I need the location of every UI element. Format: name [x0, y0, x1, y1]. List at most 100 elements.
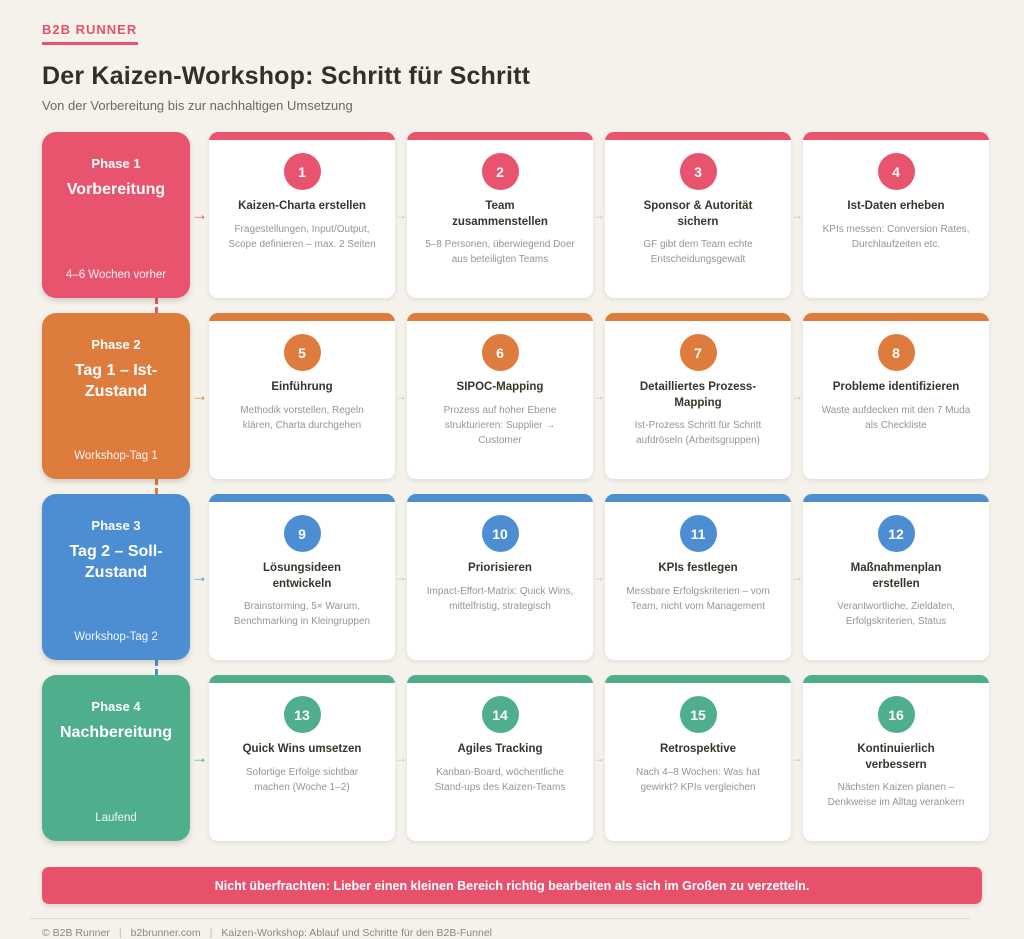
phase-title: Tag 2 – Soll-Zustand: [69, 543, 163, 581]
banner-text: Nicht überfrachten: Lieber einen kleinen…: [214, 878, 810, 893]
phase-row: Phase 3 Tag 2 – Soll-Zustand Workshop-Ta…: [42, 494, 989, 660]
step-title: Kaizen-Charta erstellen: [238, 200, 366, 212]
step-title: Priorisieren: [468, 562, 532, 574]
step-number-badge: 7: [679, 334, 717, 371]
card-accent-bar: [209, 132, 395, 140]
step-cards: 5 Einführung Methodik vorstellen, Regeln…: [209, 313, 989, 479]
step-card: 6 SIPOC-Mapping Prozess auf hoher Ebene …: [407, 313, 593, 479]
step-number-badge: 6: [481, 334, 519, 371]
phase-label: Phase 4: [91, 699, 141, 714]
phase-timing: Workshop-Tag 2: [74, 631, 158, 643]
footer: © B2B Runner | b2brunner.com | Kaizen-Wo…: [30, 918, 970, 939]
step-number-badge: 5: [283, 334, 321, 371]
step-title: Detailliertes Prozess-Mapping: [639, 381, 757, 409]
step-description: Impact-Effort-Matrix: Quick Wins, mittel…: [426, 585, 574, 612]
footer-separator: |: [118, 927, 122, 939]
phase-connector-dashed-line: [155, 479, 158, 494]
step-description: Waste aufdecken mit den 7 Muda als Check…: [821, 404, 971, 431]
footer-description: Kaizen-Workshop: Ablauf und Schritte für…: [221, 927, 493, 939]
step-description: 5–8 Personen, überwiegend Doer aus betei…: [425, 239, 575, 266]
step-cards: 13 Quick Wins umsetzen Sofortige Erfolge…: [209, 675, 989, 841]
step-description: Fragestellungen, Input/Output, Scope def…: [228, 223, 376, 250]
step-description: Brainstorming, 5× Warum, Benchmarking in…: [233, 601, 371, 628]
card-accent-bar: [407, 494, 593, 502]
footer-copyright: © B2B Runner: [42, 927, 110, 939]
phase-connector-dashed-line: [155, 660, 158, 675]
step-title: Agiles Tracking: [457, 743, 543, 755]
step-description: Kanban-Board, wöchentliche Stand-ups des…: [434, 766, 566, 793]
step-card: 13 Quick Wins umsetzen Sofortige Erfolge…: [209, 675, 395, 841]
card-accent-bar: [803, 132, 989, 140]
card-accent-bar: [407, 132, 593, 140]
step-number-badge: 3: [679, 153, 717, 190]
card-accent-bar: [605, 675, 791, 683]
step-cards: 9 Lösungsideen entwickeln Brainstorming,…: [209, 494, 989, 660]
footer-domain: b2brunner.com: [130, 927, 201, 939]
phase-row: Phase 4 Nachbereitung Laufend → 13 Quick…: [42, 675, 989, 841]
right-arrow-icon: →: [593, 570, 605, 584]
step-title: SIPOC-Mapping: [456, 381, 544, 393]
phase-label: Phase 2: [91, 337, 141, 352]
right-arrow-icon: →: [791, 751, 803, 765]
phase-connector-dashed-line: [155, 298, 158, 313]
page-subtitle: Von der Vorbereitung bis zur nachhaltige…: [42, 98, 353, 113]
step-description: Sofortige Erfolge sichtbar machen (Woche…: [245, 766, 359, 793]
phase-timing: 4–6 Wochen vorher: [65, 269, 167, 281]
right-arrow-icon: →: [593, 208, 605, 222]
right-arrow-icon: →: [395, 208, 407, 222]
step-card: 9 Lösungsideen entwickeln Brainstorming,…: [209, 494, 395, 660]
phase-timing: Laufend: [95, 812, 137, 824]
footer-separator: |: [209, 927, 213, 939]
right-arrow-icon: →: [395, 389, 407, 403]
step-description: Nach 4–8 Wochen: Was hat gewirkt? KPIs v…: [636, 766, 760, 793]
step-description: Messbare Erfolgskriterien – vom Team, ni…: [626, 585, 770, 612]
card-accent-bar: [605, 132, 791, 140]
right-arrow-icon: →: [593, 751, 605, 765]
step-cards: 1 Kaizen-Charta erstellen Fragestellunge…: [209, 132, 989, 298]
step-number-badge: 4: [877, 153, 915, 190]
step-number-badge: 12: [877, 515, 915, 552]
phase-block: Phase 4 Nachbereitung Laufend: [42, 675, 190, 841]
phase-block: Phase 3 Tag 2 – Soll-Zustand Workshop-Ta…: [42, 494, 190, 660]
step-card: 14 Agiles Tracking Kanban-Board, wöchent…: [407, 675, 593, 841]
right-arrow-icon: →: [395, 570, 407, 584]
step-title: Lösungsideen entwickeln: [263, 562, 341, 590]
step-title: Team zusammenstellen: [452, 200, 548, 228]
right-arrow-icon: →: [191, 386, 208, 405]
step-number-badge: 15: [679, 696, 717, 733]
step-card: 3 Sponsor & Autorität sichern GF gibt de…: [605, 132, 791, 298]
step-title: Probleme identifizieren: [832, 381, 960, 393]
step-title: Ist-Daten erheben: [847, 200, 945, 212]
step-title: Kontinuierlich verbessern: [857, 743, 935, 771]
step-card: 16 Kontinuierlich verbessern Nächsten Ka…: [803, 675, 989, 841]
step-card: 2 Team zusammenstellen 5–8 Personen, übe…: [407, 132, 593, 298]
card-accent-bar: [605, 313, 791, 321]
step-title: KPIs festlegen: [658, 562, 738, 574]
step-card: 7 Detailliertes Prozess-Mapping Ist-Proz…: [605, 313, 791, 479]
step-title: Quick Wins umsetzen: [242, 743, 362, 755]
card-accent-bar: [803, 494, 989, 502]
step-card: 11 KPIs festlegen Messbare Erfolgskriter…: [605, 494, 791, 660]
phase-rows: Phase 1 Vorbereitung 4–6 Wochen vorher →…: [42, 132, 989, 841]
step-description: Verantwortliche, Zieldaten, Erfolgskrite…: [837, 601, 955, 628]
card-accent-bar: [209, 494, 395, 502]
right-arrow-icon: →: [791, 208, 803, 222]
phase-timing: Workshop-Tag 1: [74, 450, 158, 462]
right-arrow-icon: →: [395, 751, 407, 765]
step-description: KPIs messen: Conversion Rates, Durchlauf…: [822, 223, 970, 250]
step-title: Retrospektive: [659, 743, 737, 755]
step-title: Maßnahmenplan erstellen: [850, 562, 942, 590]
phase-row: Phase 1 Vorbereitung 4–6 Wochen vorher →…: [42, 132, 989, 298]
step-description: Ist-Prozess Schritt für Schritt aufdröse…: [634, 420, 762, 447]
step-number-badge: 16: [877, 696, 915, 733]
brand-logo: B2B RUNNER: [42, 22, 138, 37]
card-accent-bar: [209, 675, 395, 683]
step-number-badge: 8: [877, 334, 915, 371]
phase-title: Tag 1 – Ist-Zustand: [74, 362, 158, 400]
phase-row: Phase 2 Tag 1 – Ist-Zustand Workshop-Tag…: [42, 313, 989, 479]
phase-label: Phase 3: [91, 518, 141, 533]
step-description: GF gibt dem Team echte Entscheidungsgewa…: [643, 239, 753, 266]
step-card: 8 Probleme identifizieren Waste aufdecke…: [803, 313, 989, 479]
step-card: 12 Maßnahmenplan erstellen Verantwortlic…: [803, 494, 989, 660]
step-description: Nächsten Kaizen planen – Denkweise im Al…: [827, 782, 965, 809]
